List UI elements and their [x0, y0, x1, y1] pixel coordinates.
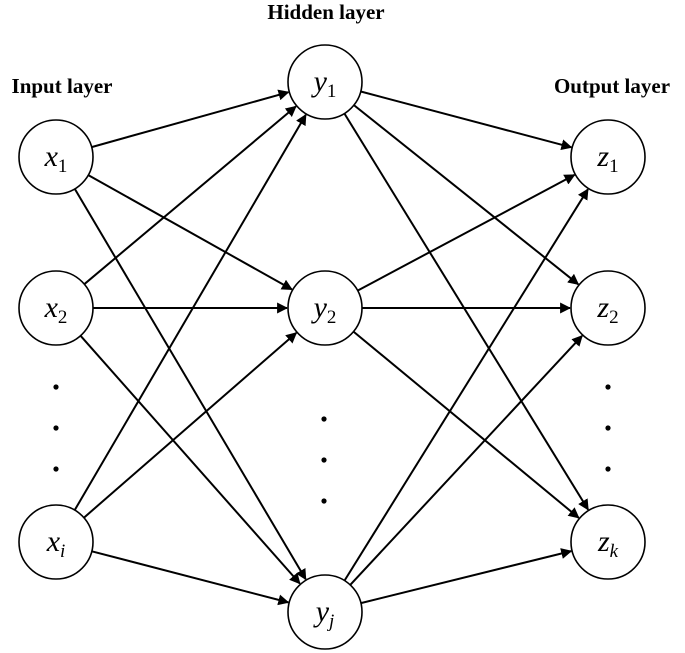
arrow-input-1-to-hidden-1 [91, 89, 290, 149]
arrow-input-3-to-hidden-1 [73, 113, 307, 511]
arrow-hidden-3-to-output-1 [343, 188, 589, 582]
node-variable: x [44, 140, 59, 173]
node-subscript: 1 [58, 156, 68, 177]
node-subscript: k [610, 541, 619, 562]
arrow-hidden-1-to-output-3 [343, 112, 589, 511]
arrow-hidden-2-to-output-3 [352, 330, 580, 519]
node-subscript: 2 [327, 307, 337, 328]
arrow-hidden-1-to-output-2 [353, 104, 580, 286]
connections [73, 89, 589, 606]
arrow-input-2-to-hidden-3 [79, 335, 301, 585]
node-subscript: 1 [609, 156, 619, 177]
output-node-k: zk [570, 504, 646, 580]
arrow-hidden-2-to-output-1 [357, 174, 576, 292]
arrow-hidden-3-to-output-2 [349, 334, 583, 586]
node-subscript: i [60, 541, 65, 562]
arrow-input-2-to-hidden-1 [83, 105, 297, 285]
output-node-2: z2 [570, 270, 646, 346]
svg-text:xi: xi [46, 525, 66, 562]
arrow-hidden-3-to-output-3 [360, 548, 573, 605]
svg-text:x2: x2 [44, 291, 68, 328]
node-variable: y [313, 595, 330, 628]
output-ellipsis-dots [605, 384, 611, 472]
hidden-ellipsis-dots [321, 416, 327, 504]
output-layer-title: Output layer [554, 74, 670, 98]
input-node-2: x2 [18, 270, 94, 346]
node-variable: z [596, 291, 609, 324]
input-node-1: x1 [18, 119, 94, 195]
node-subscript: 2 [58, 307, 68, 328]
node-variable: x [44, 291, 59, 324]
svg-text:y2: y2 [311, 291, 337, 328]
arrow-input-3-to-hidden-2 [83, 332, 298, 519]
arrow-input-3-to-hidden-3 [91, 550, 290, 606]
node-variable: z [597, 525, 610, 558]
hidden-node-j: yj [287, 574, 363, 650]
hidden-layer-title: Hidden layer [267, 0, 384, 24]
hidden-node-1: y1 [287, 44, 363, 120]
svg-text:y1: y1 [311, 65, 337, 102]
output-node-1: z1 [570, 119, 646, 195]
arrow-hidden-1-to-output-1 [360, 90, 573, 151]
node-variable: y [311, 65, 328, 98]
input-node-i: xi [18, 504, 94, 580]
node-subscript: j [326, 611, 334, 632]
svg-text:zk: zk [597, 525, 619, 562]
node-variable: z [596, 140, 609, 173]
arrow-input-1-to-hidden-2 [87, 174, 293, 291]
input-ellipsis-dots [53, 384, 59, 472]
node-subscript: 1 [327, 81, 337, 102]
input-layer-title: Input layer [12, 74, 113, 98]
svg-text:z1: z1 [596, 140, 618, 177]
svg-text:x1: x1 [44, 140, 68, 177]
node-variable: x [46, 525, 61, 558]
hidden-node-2: y2 [287, 270, 363, 346]
node-variable: y [311, 291, 328, 324]
node-subscript: 2 [609, 307, 619, 328]
arrow-input-1-to-hidden-3 [73, 188, 307, 581]
svg-text:z2: z2 [596, 291, 618, 328]
svg-text:yj: yj [313, 595, 335, 632]
